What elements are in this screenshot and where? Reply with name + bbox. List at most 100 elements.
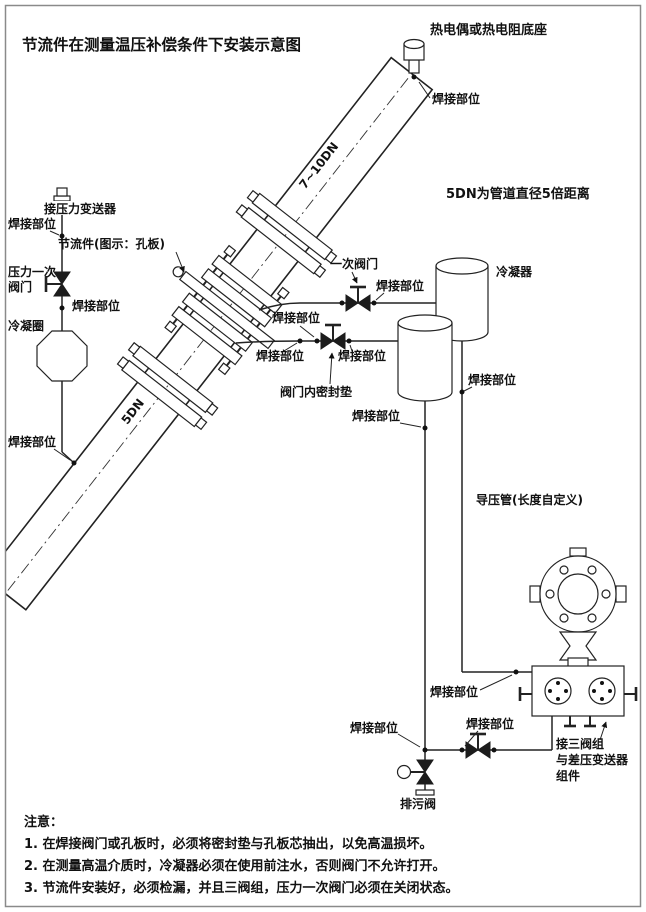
flange-plate [211,254,283,315]
transmitter-lug [615,585,627,603]
weld-label: 焊接部位 [352,408,400,423]
three-valve-manifold-label: 接三阀组 [556,736,604,751]
weld-dot [371,300,377,306]
leader-line [175,251,185,273]
leader-line [463,386,473,392]
throttle-device-label: 节流件(图示：孔板) [58,236,165,251]
bolt-nut [276,286,290,300]
transmitter-bolt [601,589,611,599]
weld-dot [59,233,65,239]
port-bolt [556,697,560,701]
leader-line [299,325,315,338]
port-bolt [600,697,604,701]
label-backing [42,201,132,215]
drain-valve-label: 排污阀 [400,796,436,811]
condenser-shell [397,323,453,402]
leader-line [53,448,71,461]
leader-line [479,674,513,691]
transmitter-bolt [559,565,569,575]
note-item: 3. 节流件安装好，必须检漏，并且三阀组，压力一次阀门必须在关闭状态。 [24,880,459,896]
impulse-pipe-label: 导压管(长度自定义) [476,492,583,507]
weld-dot [513,669,519,675]
weld-dot [339,300,345,306]
three-valve-manifold-label: 与差压变送器 [556,752,629,767]
weld-label: 焊接部位 [338,348,386,363]
weld-dot [59,305,65,311]
leader-lines [49,81,608,748]
note-item: 2. 在测量高温介质时，冷凝器必须在使用前注水，否则阀门不允许打开。 [24,858,446,874]
transmitter-top-nub [569,547,587,557]
condenser-top [397,314,453,332]
pressure-primary-valve-label: 压力一次 [8,264,56,279]
leader-line [464,730,479,747]
weld-label: 焊接部位 [8,216,56,231]
transmitter-fitting [53,195,71,202]
condenser-label: 冷凝器 [496,264,533,279]
leader-line [375,292,385,301]
port-bolt [548,689,552,693]
leader-line [49,230,60,236]
weld-dot [314,338,320,344]
transmitter-bolt [587,565,597,575]
weld-label: 焊接部位 [72,298,120,313]
notes-heading: 注意： [24,814,63,830]
bolt-nut [164,320,178,334]
bolt-nut [235,204,249,218]
leader-line [418,81,431,99]
port-bolt [600,681,604,685]
leader-line [349,344,353,352]
weld-label: 焊接部位 [468,372,516,387]
thermowell-label: 热电偶或热电阻底座 [430,22,547,38]
impulse-piping [235,257,553,796]
5dn-distance-note: 5DN为管道直径5倍距离 [446,186,590,202]
weld-dot [459,389,465,395]
port-bolt [608,689,612,693]
page-border [4,4,642,908]
leader-line [283,342,298,352]
pressure-primary-valve-label: 阀门 [8,279,32,294]
bolt-nut [217,362,231,376]
condenser-top [435,257,489,275]
transmitter-lug [529,585,541,603]
dp-transmitter-assembly [518,547,638,728]
weld-label: 焊接部位 [8,434,56,449]
bolt-nut [205,402,219,416]
bolt-nut [194,417,208,431]
transmitter-bracket [558,631,598,661]
weld-dot [71,460,77,466]
drain-cap [415,789,435,796]
thermowell-cap [403,38,425,50]
primary-valve-label: 一次阀门 [330,256,378,271]
flange-plate [200,267,273,328]
port-bolt [556,681,560,685]
weld-label: 焊接部位 [350,720,398,735]
transmitter-face [557,573,599,615]
weld-label: 焊接部位 [256,348,304,363]
bolt-nut [313,264,327,279]
transmitter-fitting [56,187,68,197]
thermowell-base [403,38,425,80]
leader-line [351,271,358,284]
flange-plate [181,292,254,353]
weld-label: 焊接部位 [430,684,478,699]
weld-dot [459,747,465,753]
weld-label: 焊接部位 [376,278,424,293]
port-bolt [592,689,596,693]
weld-label: 焊接部位 [466,716,514,731]
impulse-line-high [258,302,436,311]
bolt-nut [127,341,141,356]
weld-dot [491,747,497,753]
thermowell-neck [408,59,420,74]
tap-line [61,451,74,463]
leader-line [399,422,422,428]
bolt-nut [246,189,260,203]
page-title: 节流件在测量温压补偿条件下安装示意图 [22,35,301,54]
leader-line [599,721,608,741]
bolt-nut [116,356,130,370]
weld-label: 焊接部位 [432,91,480,106]
condensing-ring [36,330,88,382]
transmitter-bolt [559,613,569,623]
valve-gasket-label: 阀门内密封垫 [280,384,352,399]
